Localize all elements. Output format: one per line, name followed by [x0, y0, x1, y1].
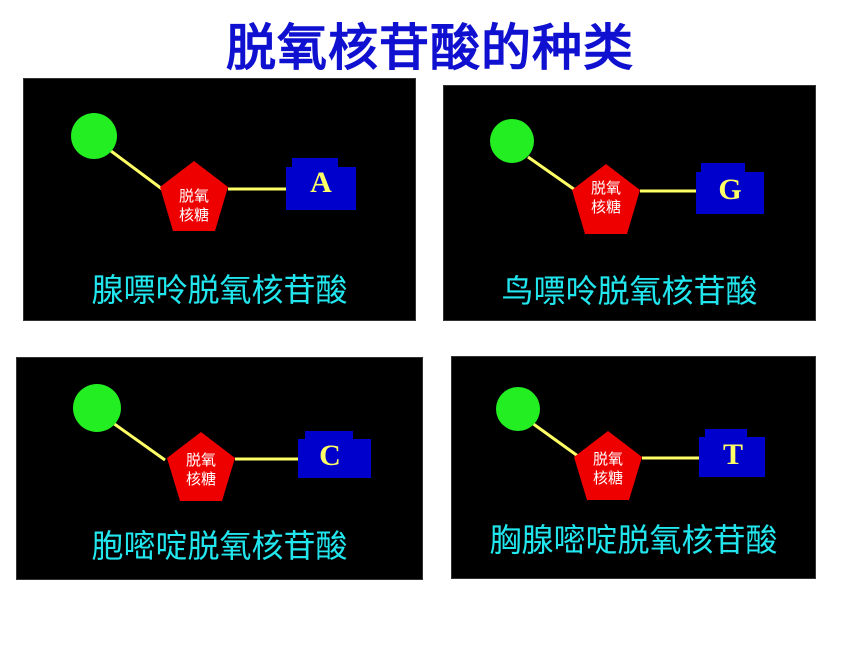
nucleotide-name: 鸟嘌呤脱氧核苷酸 — [501, 272, 758, 310]
sugar-label-line-1: 脱氧 — [185, 451, 216, 469]
base-block — [286, 167, 356, 210]
sugar-label-line-2: 核糖 — [185, 470, 216, 488]
nucleotide-panel-adenine: 脱氧 核糖 A 腺嘌呤脱氧核苷酸 — [24, 79, 415, 320]
phosphate-group — [496, 387, 540, 431]
nucleotide-diagram — [496, 387, 765, 500]
nucleotide-diagram — [71, 113, 356, 231]
nucleotide-panel-guanine: 脱氧 核糖 G 鸟嘌呤脱氧核苷酸 — [444, 86, 815, 320]
sugar-label-line-2: 核糖 — [592, 469, 623, 487]
sugar-label: 脱氧 核糖 — [164, 187, 224, 225]
deoxyribose-pentagon — [167, 432, 235, 501]
sugar-label-line-2: 核糖 — [590, 198, 621, 216]
base-block — [298, 439, 371, 478]
sugar-label-line-1: 脱氧 — [590, 179, 621, 197]
nucleotide-name: 胞嘧啶脱氧核苷酸 — [91, 527, 348, 565]
sugar-label-line-1: 脱氧 — [178, 187, 209, 205]
base-block-tab — [292, 158, 338, 168]
phosphate-group — [73, 384, 121, 432]
phosphate-group — [490, 119, 534, 163]
sugar-label: 脱氧 核糖 — [171, 451, 231, 489]
base-block-tab — [705, 429, 747, 438]
sugar-label: 脱氧 核糖 — [576, 179, 636, 217]
sugar-label-line-1: 脱氧 — [592, 450, 623, 468]
phosphate-sugar-bond — [531, 421, 583, 461]
phosphate-group — [71, 113, 117, 159]
nucleotide-panel-cytosine: 脱氧 核糖 C 胞嘧啶脱氧核苷酸 — [17, 358, 422, 579]
phosphate-sugar-bond — [527, 155, 579, 194]
deoxyribose-pentagon — [160, 161, 228, 231]
phosphate-sugar-bond — [112, 421, 166, 462]
sugar-label-line-2: 核糖 — [178, 206, 209, 224]
base-letter: T — [722, 438, 743, 471]
sugar-label: 脱氧 核糖 — [578, 450, 638, 488]
deoxyribose-pentagon — [572, 164, 640, 234]
base-letter: A — [310, 166, 332, 199]
base-block-tab — [305, 431, 353, 440]
base-letter: C — [319, 439, 341, 472]
base-block — [699, 437, 765, 477]
nucleotide-diagram — [73, 384, 371, 501]
deoxyribose-pentagon — [574, 431, 642, 500]
nucleotide-diagram — [490, 119, 764, 234]
nucleotide-panel-thymine: 脱氧 核糖 T 胸腺嘧啶脱氧核苷酸 — [452, 357, 815, 578]
nucleotide-name: 腺嘌呤脱氧核苷酸 — [91, 271, 348, 309]
phosphate-sugar-bond — [110, 149, 163, 191]
base-block-tab — [701, 163, 745, 173]
page-title: 脱氧核苷酸的种类 — [226, 19, 634, 77]
nucleotide-name: 胸腺嘧啶脱氧核苷酸 — [489, 521, 778, 559]
base-block — [696, 172, 764, 214]
base-letter: G — [718, 173, 742, 206]
